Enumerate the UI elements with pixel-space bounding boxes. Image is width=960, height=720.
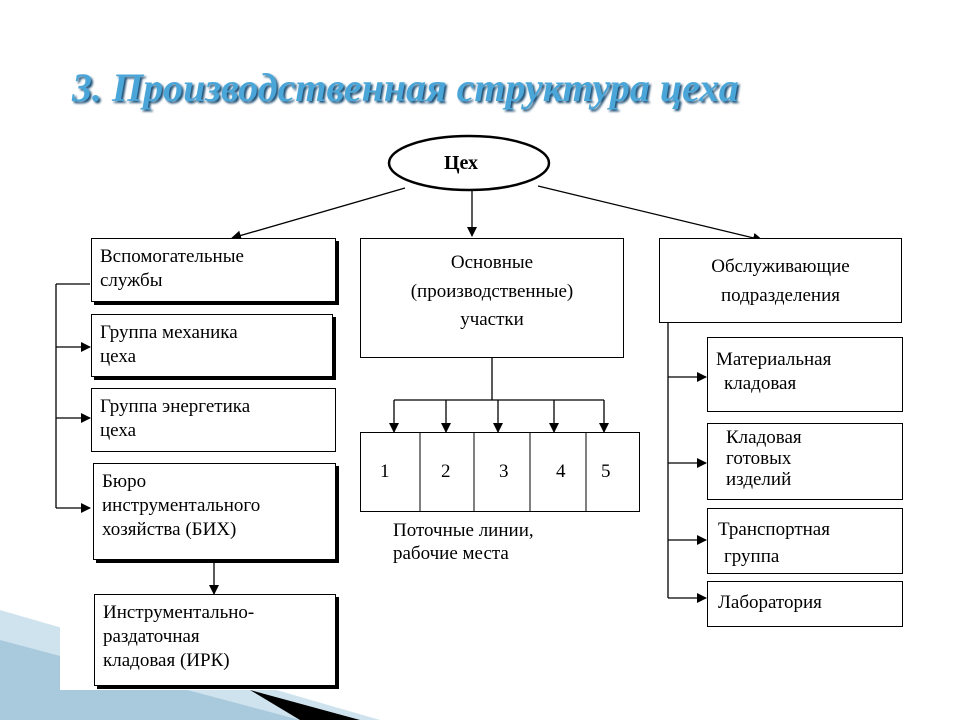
left-item-3-line-1: Бюро: [102, 471, 147, 492]
right-item-1-line-2: кладовая: [724, 372, 797, 394]
left-item-2-line-1: Группа энергетика: [100, 396, 251, 417]
cell-3: 3: [499, 461, 509, 482]
right-header-line-2: подразделения: [721, 284, 840, 306]
left-sub-item-box: Инструментально- раздаточная кладовая (И…: [94, 594, 336, 686]
cells-caption-line-1: Поточные линии,: [393, 520, 534, 541]
arrow-root-to-left: [231, 187, 406, 241]
right-item-3-line-1: Транспортная: [718, 519, 830, 540]
left-item-3-box: Бюро инструментального хозяйства (БИХ): [93, 463, 336, 560]
cell-4: 4: [556, 461, 566, 482]
left-header-box: Вспомогательные службы: [91, 238, 336, 302]
center-header-line-1: Основные: [450, 252, 534, 273]
center-header-line-3: участки: [460, 309, 524, 330]
left-sub-item-line-2: раздаточная: [103, 625, 200, 647]
root-label: Цех: [444, 152, 479, 174]
left-item-2-line-2: цеха: [100, 419, 137, 441]
left-item-1-line-1: Группа механика: [100, 322, 238, 343]
cells-caption-line-2: рабочие места: [393, 542, 509, 564]
cell-1: 1: [380, 461, 390, 482]
right-header-line-1: Обслуживающие: [711, 256, 850, 277]
left-header-line-1: Вспомогательные: [100, 246, 244, 267]
right-item-4-box: Лаборатория: [707, 581, 903, 627]
right-item-1-box: Материальная кладовая: [707, 337, 903, 412]
left-item-3-line-3: хозяйства (БИХ): [102, 518, 237, 540]
right-header-box: Обслуживающие подразделения: [659, 238, 902, 323]
right-item-2-line-2: готовых: [726, 447, 792, 469]
center-header-line-2: (производственные): [410, 280, 574, 302]
right-item-2-line-1: Кладовая: [726, 427, 802, 448]
right-item-3-line-2: группа: [724, 545, 780, 567]
left-item-2-box: Группа энергетика цеха: [91, 388, 336, 452]
arrow-root-to-right: [537, 185, 763, 243]
right-item-2-line-3: изделий: [726, 468, 792, 490]
cells-caption: Поточные линии, рабочие места: [393, 520, 534, 566]
cells-box: [360, 432, 640, 512]
center-header-box: Основные (производственные) участки: [360, 238, 624, 358]
left-sub-item-line-1: Инструментально-: [103, 602, 255, 623]
cell-2: 2: [441, 461, 451, 482]
right-item-3-box: Транспортная группа: [707, 508, 903, 574]
right-item-2-box: Кладовая готовых изделий: [707, 423, 903, 500]
root-ellipse: [387, 134, 551, 192]
slide-title: 3. Производственная структура цеха: [72, 65, 739, 110]
left-item-1-box: Группа механика цеха: [91, 314, 333, 377]
cell-5: 5: [601, 461, 611, 482]
decor-dark-stripe: [250, 690, 360, 720]
left-sub-item-line-3: кладовая (ИРК): [103, 649, 230, 671]
left-item-1-line-2: цеха: [100, 345, 137, 367]
right-item-4-line-1: Лаборатория: [718, 592, 822, 613]
right-item-1-line-1: Материальная: [716, 349, 832, 370]
left-item-3-line-2: инструментального: [102, 494, 261, 516]
left-header-line-2: службы: [100, 269, 163, 291]
